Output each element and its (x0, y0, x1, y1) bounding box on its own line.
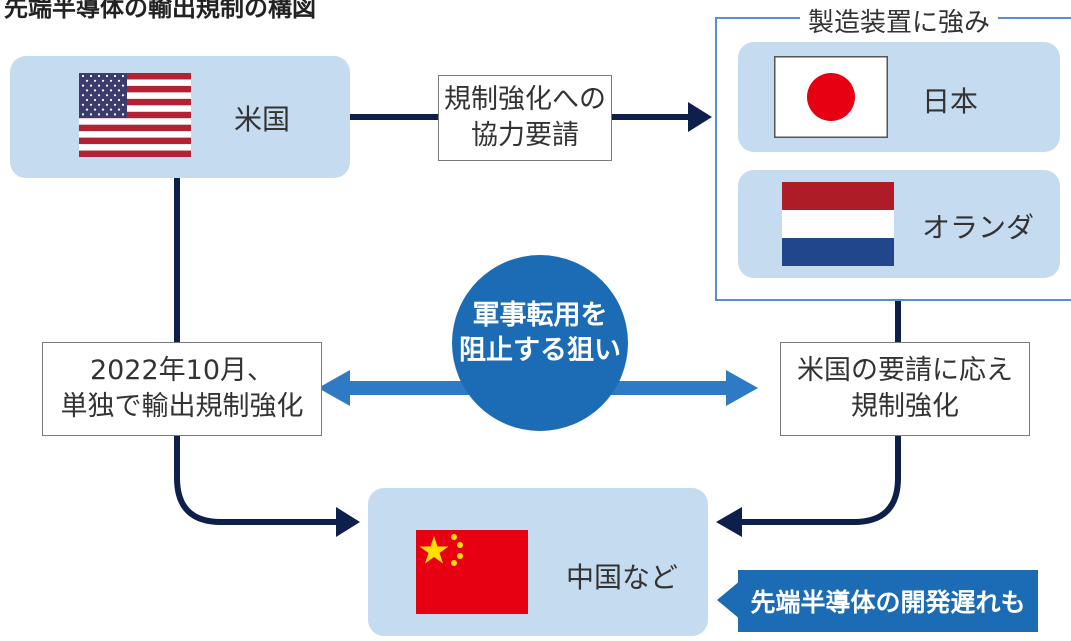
cooperation-request-box: 規制強化への 協力要請 (438, 75, 612, 161)
japan-label: 日本 (922, 85, 979, 118)
china-label: 中国など (566, 561, 679, 594)
china-flag-icon (416, 530, 528, 614)
request-to-allies-arrowhead (688, 102, 712, 132)
allies-to-china-line (738, 300, 901, 525)
us-to-china-line (174, 178, 340, 525)
us-label: 米国 (234, 103, 291, 136)
japan-flag-icon (774, 56, 888, 138)
goal-circle (452, 255, 628, 431)
diagram-title: 先端半導体の輸出規制の構図 (4, 0, 316, 22)
us-unilateral-box: 2022年10月、 単独で輸出規制強化 (42, 342, 322, 436)
us-flag-icon (79, 73, 191, 157)
allies-to-china-arrowhead (716, 507, 742, 537)
us-to-china-arrowhead (336, 507, 360, 537)
netherlands-label: オランダ (922, 211, 1035, 244)
equipment-group-label: 製造装置に強み (800, 2, 999, 39)
netherlands-flag-icon (782, 182, 894, 266)
goal-text: 軍事転用を 阻止する狙い (459, 300, 621, 367)
allies-response-box: 米国の要請に応え 規制強化 (780, 342, 1030, 436)
callout-pointer (717, 580, 741, 620)
callout-box: 先端半導体の開発遅れも (738, 570, 1038, 632)
